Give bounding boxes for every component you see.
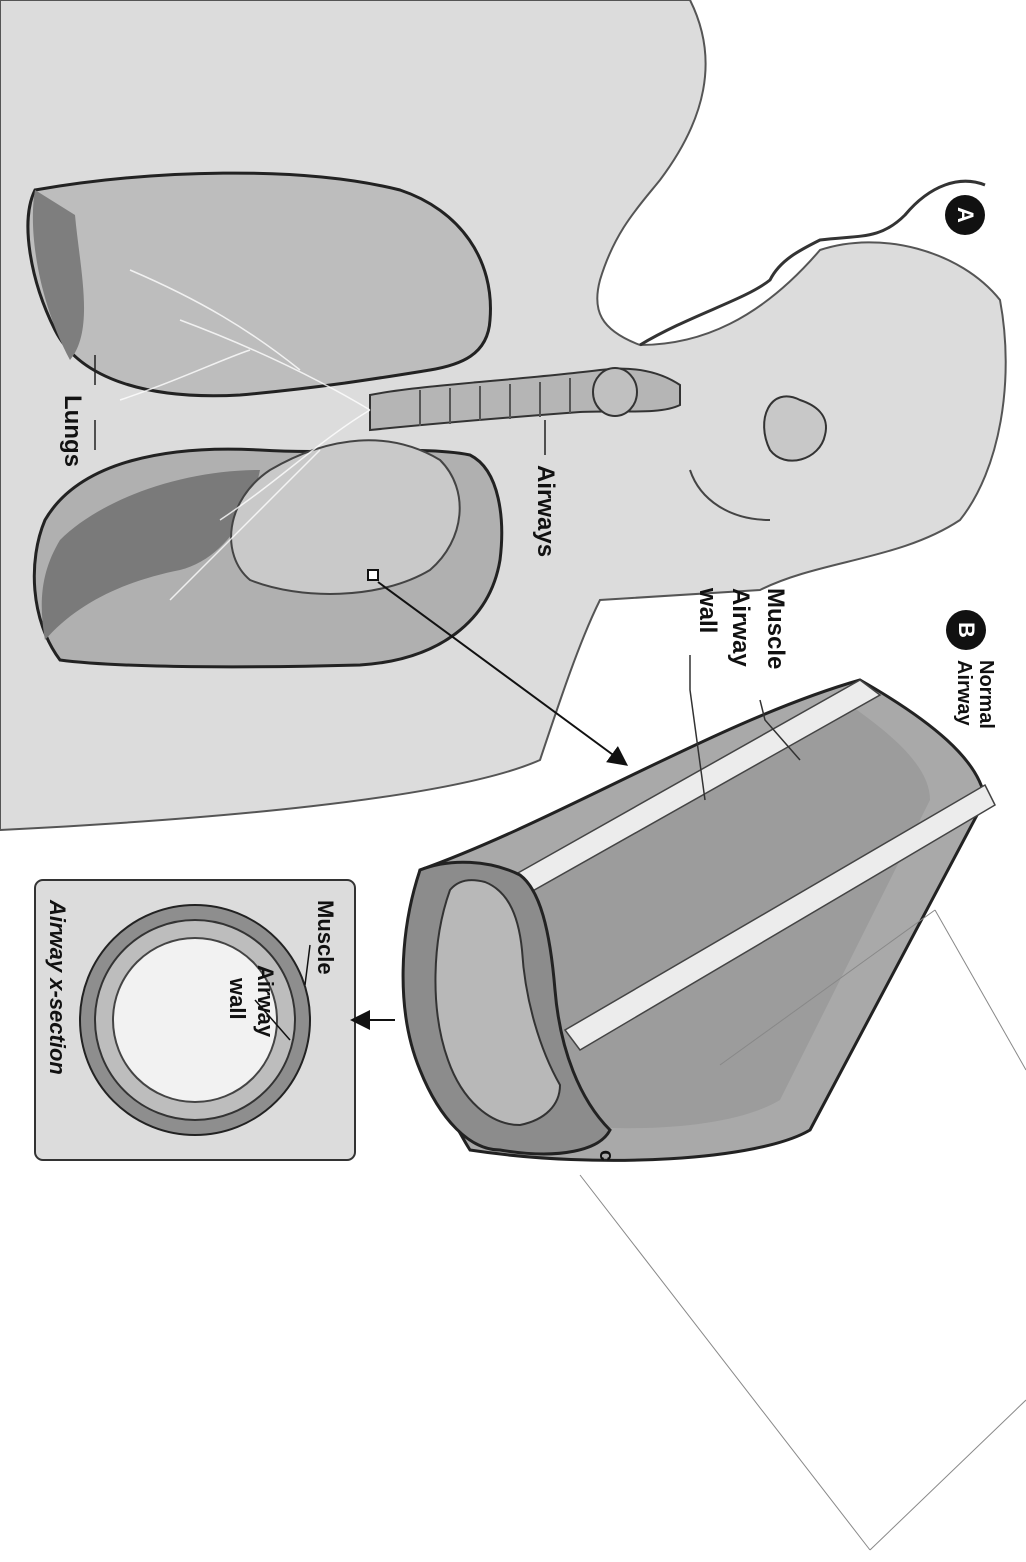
airways-label: Airways bbox=[532, 465, 559, 557]
panel-b-title-line1: Normal bbox=[975, 660, 997, 729]
tube-airway-wall-label-line1: Airway bbox=[727, 588, 754, 667]
badge-a: A bbox=[945, 195, 985, 235]
inset-airway-wall-line2: wall bbox=[225, 977, 250, 1020]
lung-upper bbox=[28, 173, 491, 396]
stray-letter: c bbox=[595, 1150, 617, 1161]
lung-detail-marker bbox=[368, 570, 378, 580]
xsection-lumen bbox=[113, 938, 277, 1102]
lungs-label: Lungs bbox=[59, 395, 86, 467]
airway-xsection-inset bbox=[35, 880, 355, 1160]
inset-caption: Airway x-section bbox=[45, 899, 70, 1075]
larynx bbox=[593, 368, 637, 416]
tube-muscle-label: Muscle bbox=[762, 588, 789, 669]
badge-b-text: B bbox=[954, 622, 979, 638]
badge-a-text: A bbox=[953, 207, 978, 223]
inset-airway-wall-line1: Airway bbox=[253, 965, 278, 1038]
tube-airway-wall-label-line2: wall bbox=[694, 587, 721, 633]
panel-b-title-line2: Airway bbox=[953, 660, 975, 726]
inset-muscle-label: Muscle bbox=[313, 900, 338, 975]
badge-b: B bbox=[946, 610, 986, 650]
